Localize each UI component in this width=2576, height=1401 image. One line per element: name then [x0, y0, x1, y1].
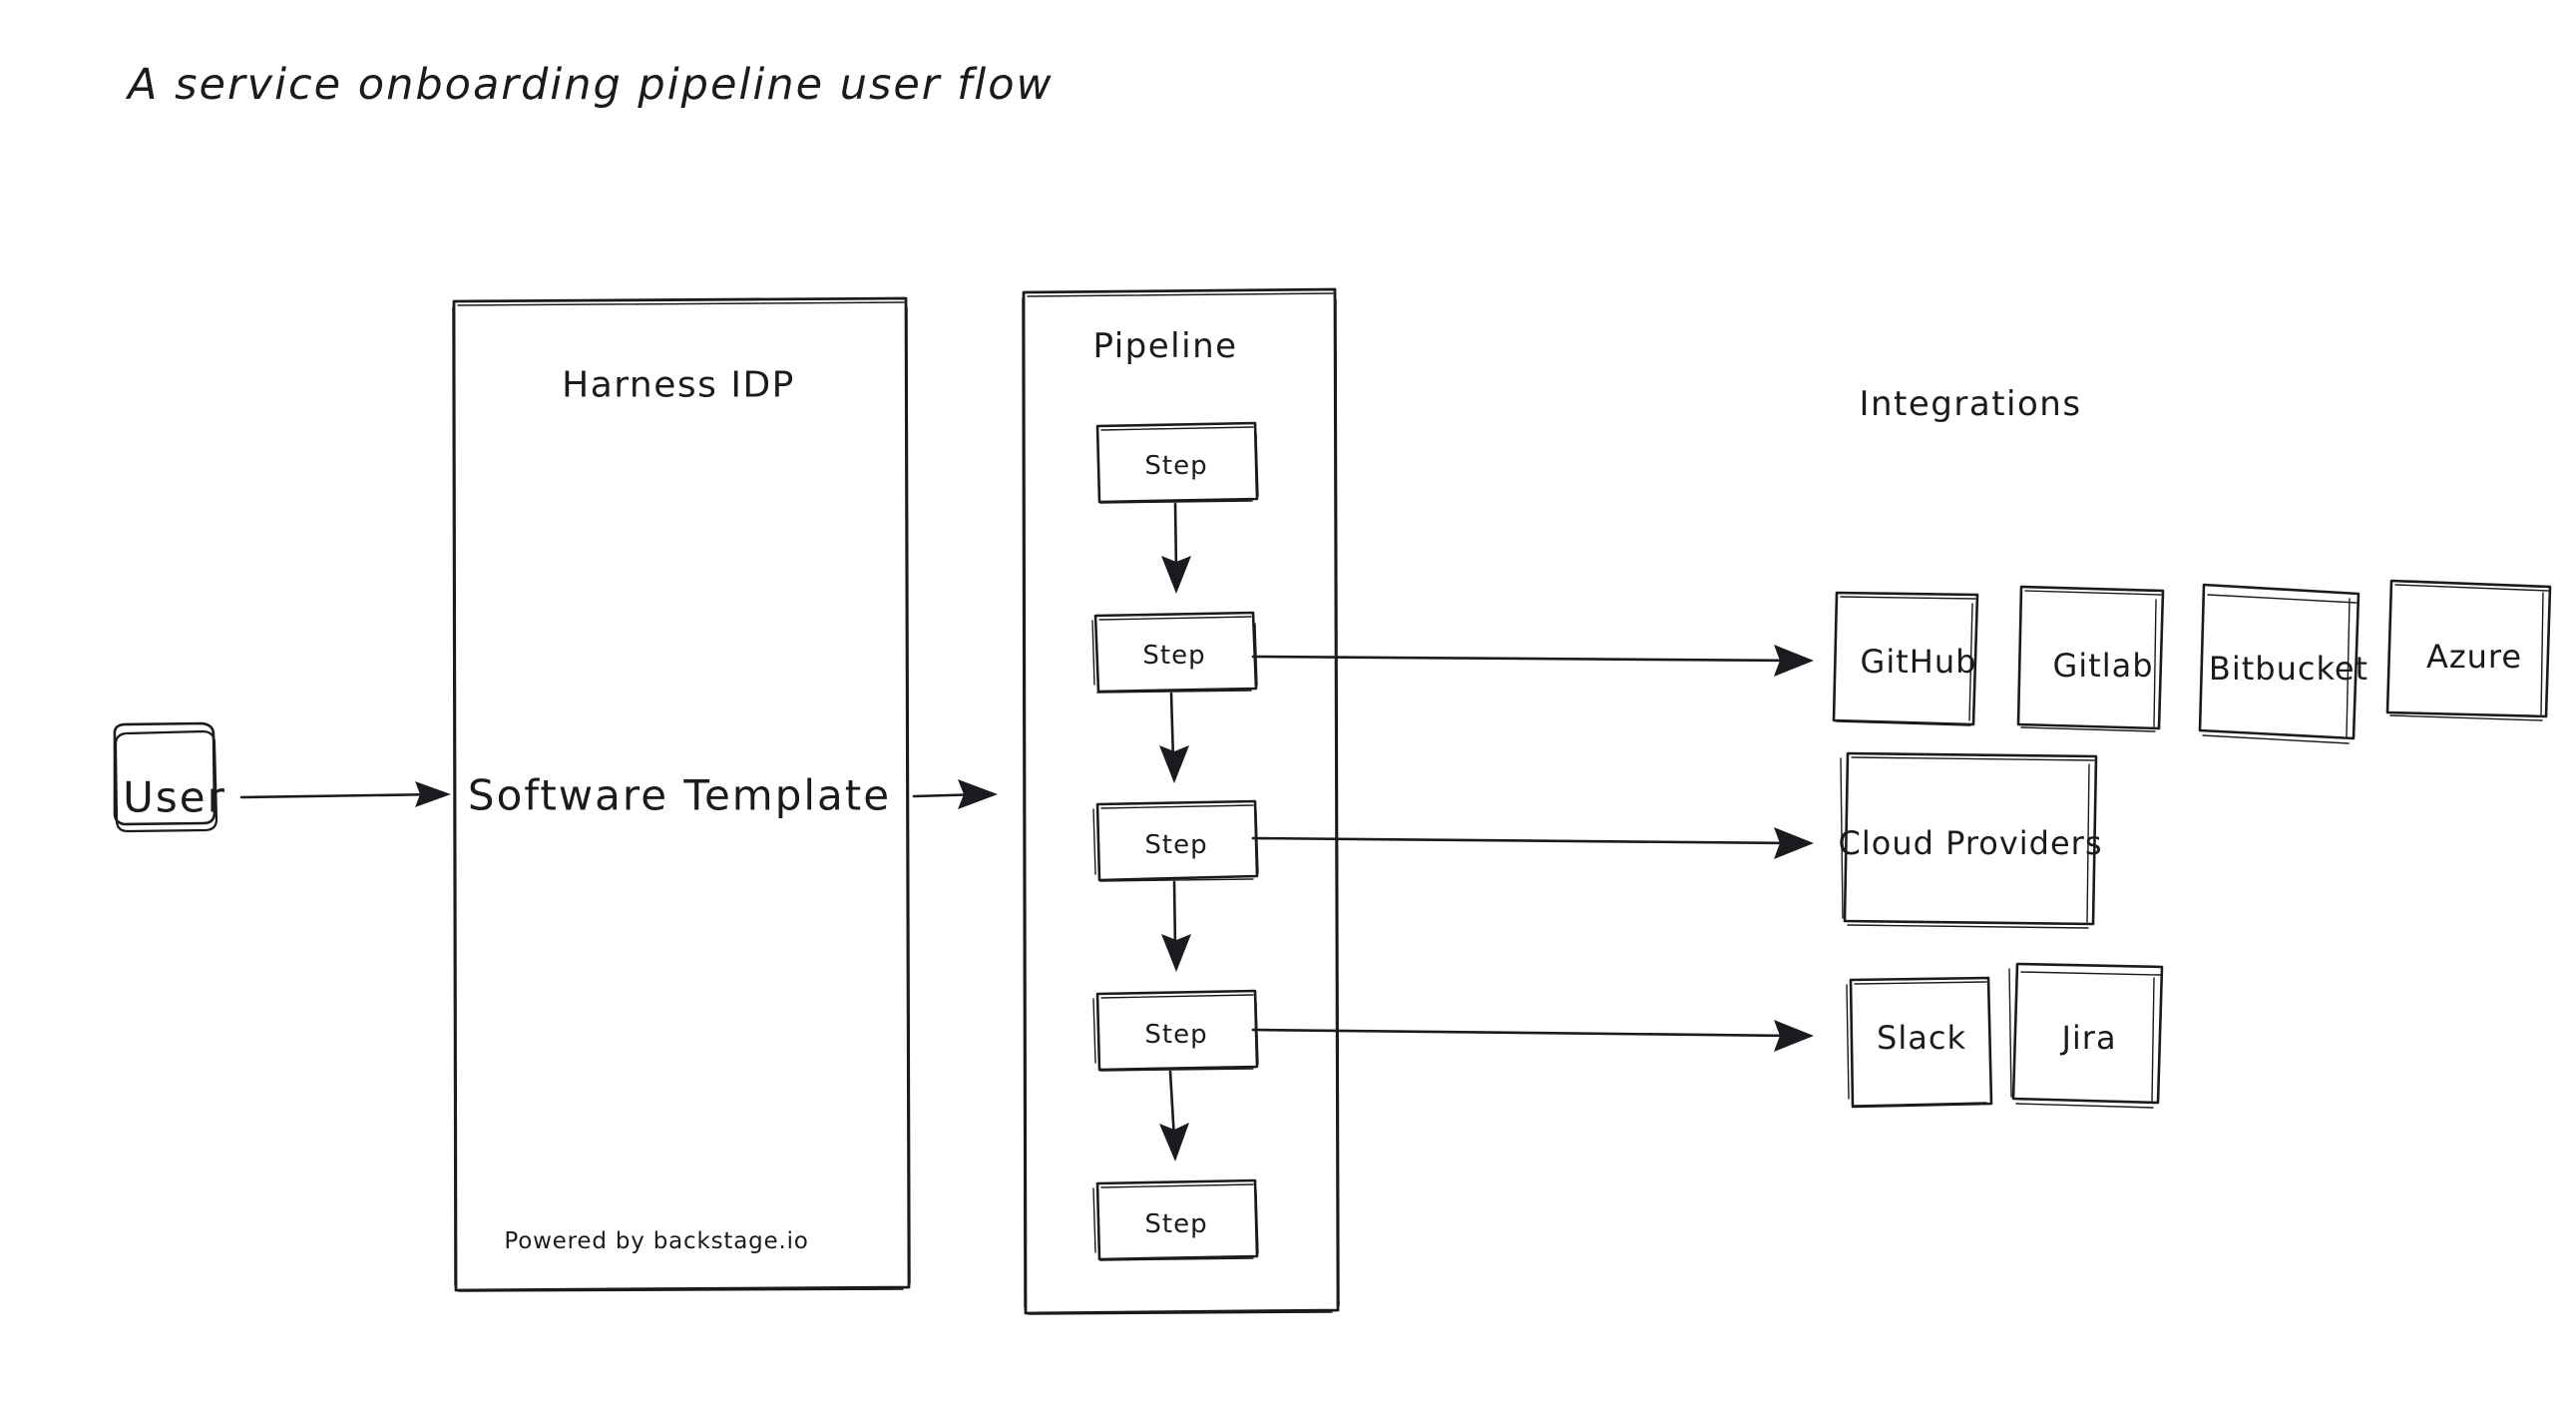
pipeline-step-shape-3[interactable] [1092, 799, 1259, 882]
arrow-step2-to-step3 [1159, 692, 1189, 783]
pipeline-step-shape-5[interactable] [1092, 1178, 1259, 1261]
integration-node-shape-gitlab[interactable] [2016, 585, 2165, 732]
arrow-step3-to-step4 [1161, 880, 1191, 972]
integration-node-shape-jira[interactable] [2008, 962, 2164, 1109]
arrow-idp-to-pipeline [912, 779, 998, 809]
arrow-user-to-idp [239, 781, 451, 807]
arrow-step4-to-slack [1251, 1020, 1814, 1052]
harness-idp-container-shape[interactable] [452, 296, 911, 1292]
pipeline-step-shape-4[interactable] [1092, 989, 1259, 1072]
pipeline-step-shape-2[interactable] [1091, 611, 1258, 694]
integration-node-shape-bitbucket[interactable] [2198, 583, 2361, 744]
integration-node-shape-cloud-providers[interactable] [1840, 751, 2098, 929]
integration-node-shape-azure[interactable] [2385, 579, 2552, 721]
integration-node-shape-slack[interactable] [1846, 976, 1993, 1109]
integration-node-shape-github[interactable] [1832, 591, 1979, 726]
arrow-step3-to-cloud-providers [1251, 827, 1814, 859]
arrow-step1-to-step2 [1161, 502, 1191, 594]
arrow-step2-to-github [1251, 645, 1814, 677]
user-node-shape[interactable] [113, 721, 218, 833]
arrow-step4-to-step5 [1159, 1070, 1189, 1162]
pipeline-step-shape-1[interactable] [1095, 421, 1259, 504]
pipeline-container-shape[interactable] [1022, 287, 1340, 1315]
